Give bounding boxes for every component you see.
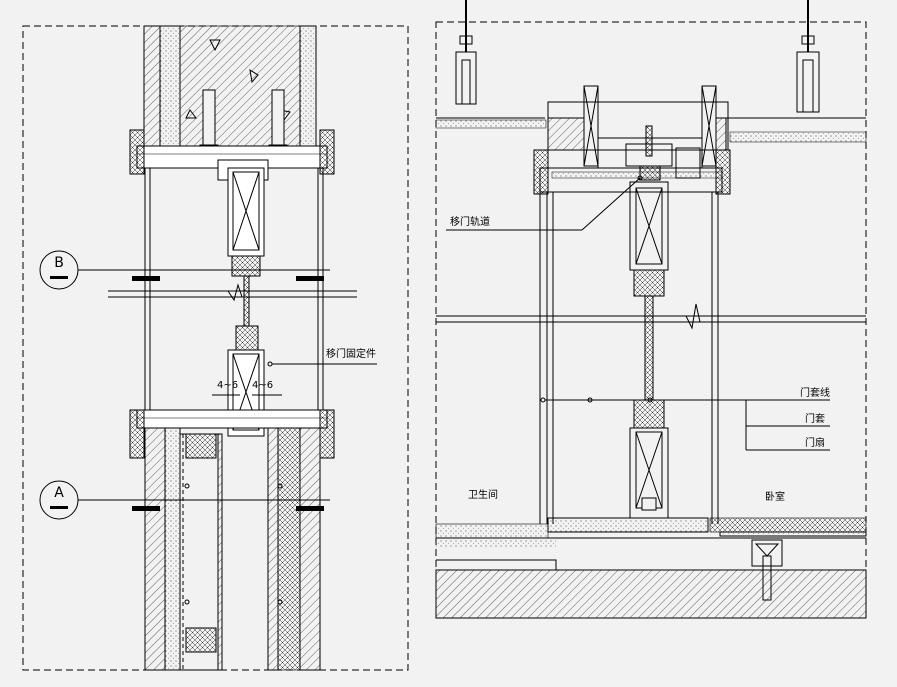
right-section-view: 移门轨道 门套线 门套 门扇 卫生间 卧室 (435, 0, 867, 619)
room-label-bathroom: 卫生间 (468, 488, 498, 501)
label-door-trim: 门套线 (800, 386, 830, 399)
label-door-frame: 门套 (805, 412, 825, 425)
marker-b-letter: B (54, 255, 64, 271)
top-wall-core (159, 25, 181, 147)
top-wall-right (299, 25, 317, 147)
bottom-wall-left (144, 427, 166, 671)
right-view-frame (435, 21, 867, 619)
room-label-bedroom: 卧室 (765, 490, 785, 503)
marker-a-letter: A (54, 485, 64, 501)
label-sliding-track: 移门轨道 (450, 215, 490, 228)
label-door-leaf: 门扇 (805, 436, 825, 449)
dim-gap-right: 4~6 (252, 380, 273, 391)
bottom-wall-right (299, 427, 321, 671)
top-wall-left (143, 25, 161, 147)
label-sliding-door-fixing: 移门固定件 (326, 347, 376, 360)
dim-gap-left: 4~6 (217, 380, 238, 391)
left-plan-view: B 移门固定件 4~6 4~6 (22, 25, 409, 671)
